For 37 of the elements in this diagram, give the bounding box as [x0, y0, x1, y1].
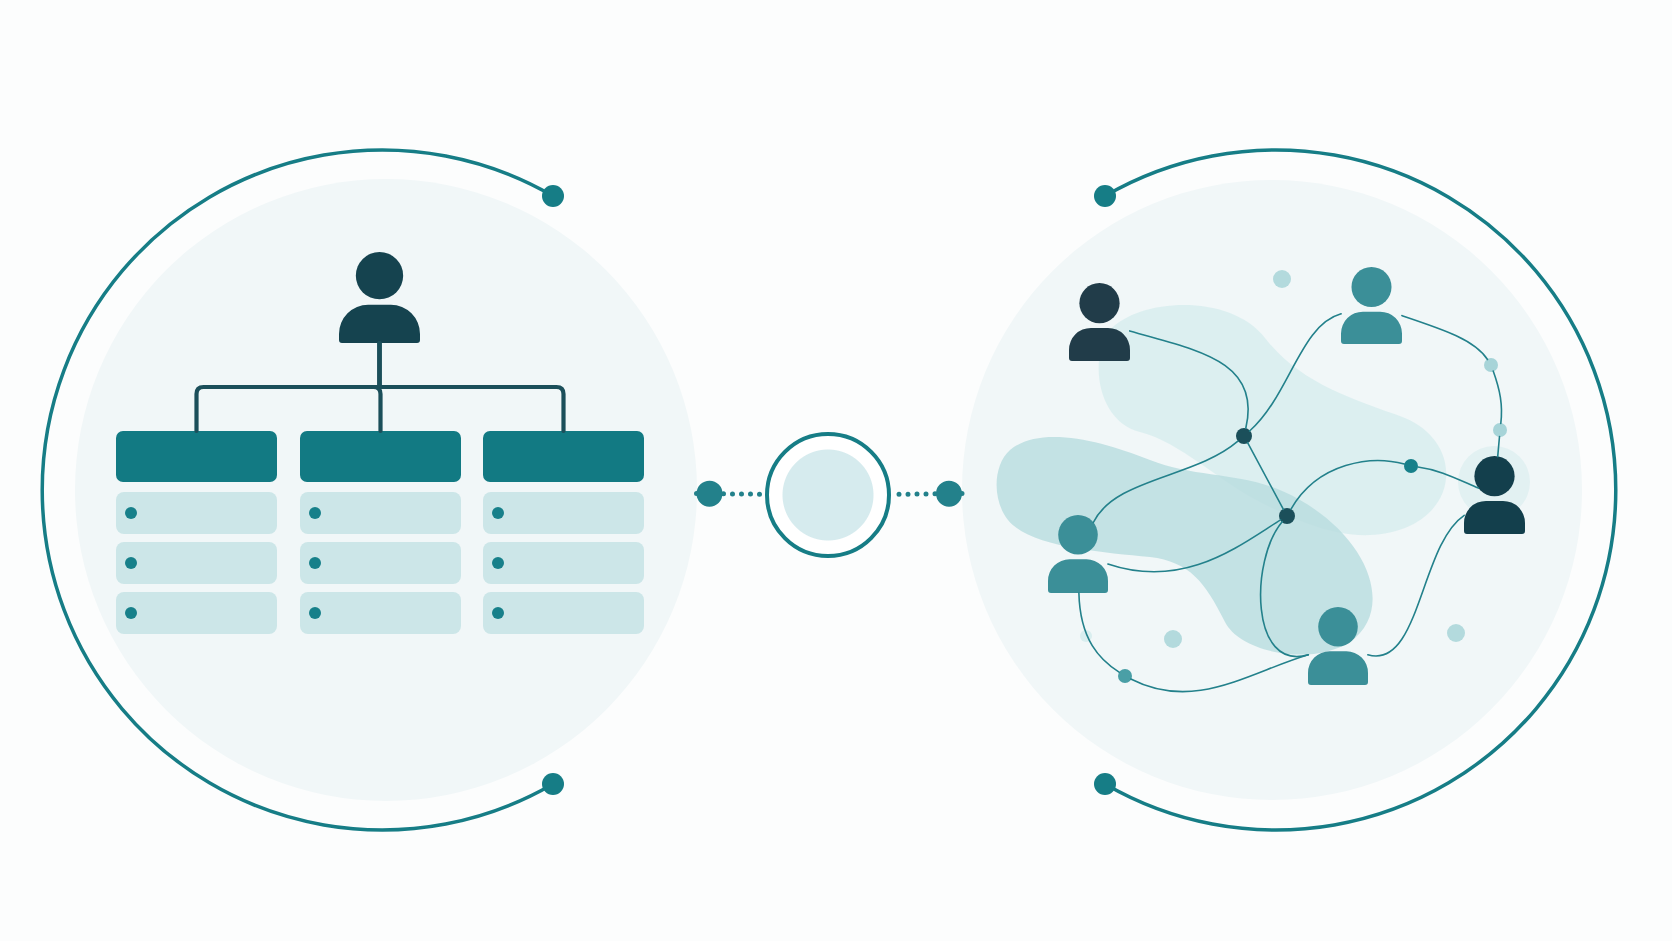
network-line: [1078, 592, 1120, 673]
network-line: [1248, 313, 1342, 432]
network-line: [1496, 435, 1501, 458]
list-row: [116, 492, 277, 534]
header-bar: [483, 431, 644, 482]
list-row: [300, 492, 461, 534]
network-line: [1492, 370, 1503, 425]
network-line: [1130, 654, 1310, 693]
junction-dot: [1118, 669, 1132, 683]
network-line: [1401, 314, 1489, 361]
list-row: [300, 542, 461, 584]
network-line: [1367, 514, 1465, 657]
network-line: [1128, 330, 1249, 429]
list-row: [483, 542, 644, 584]
network-line: [1092, 440, 1239, 524]
list-row: [116, 592, 277, 634]
list-row: [300, 592, 461, 634]
network-line: [1107, 519, 1282, 573]
junction-dot: [1493, 423, 1507, 437]
network-line: [1290, 459, 1406, 510]
network-line: [1246, 441, 1285, 511]
network-line: [1417, 466, 1480, 489]
header-bar: [116, 431, 277, 482]
person-icon: [1464, 456, 1525, 534]
person-icon: [339, 252, 420, 343]
person-icon: [1069, 283, 1130, 361]
person-icon: [1308, 607, 1368, 685]
person-icon: [1341, 267, 1402, 344]
dotted-connector: [694, 480, 764, 507]
person-icon: [1048, 515, 1108, 593]
network-line: [1259, 520, 1310, 658]
list-row: [116, 542, 277, 584]
list-row: [483, 592, 644, 634]
junction-dot: [1484, 358, 1498, 372]
header-bar: [300, 431, 461, 482]
bracket-line: [377, 340, 566, 434]
list-row: [483, 492, 644, 534]
